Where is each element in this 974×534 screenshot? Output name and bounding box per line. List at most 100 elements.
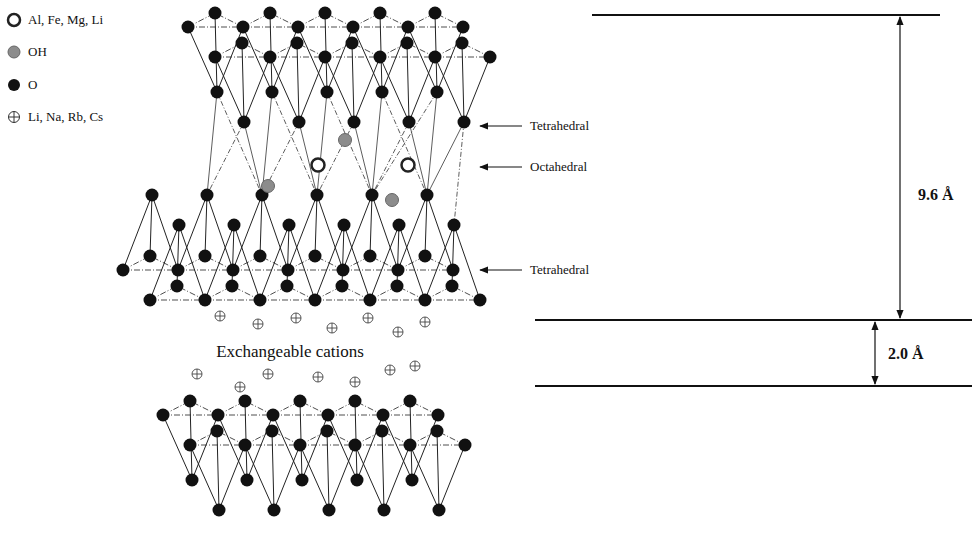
oxygen-atom	[402, 21, 415, 34]
oxygen-atom	[474, 294, 487, 307]
exchange-cation	[410, 361, 420, 371]
oxygen-atom	[209, 7, 222, 20]
oxygen-atom	[239, 439, 252, 452]
oxygen-atom	[376, 86, 389, 99]
dimension-label: 9.6 Å	[918, 186, 954, 204]
oxygen-atom	[377, 409, 390, 422]
oxygen-atom	[241, 474, 254, 487]
oxygen-atom	[403, 116, 416, 129]
exchange-cation	[192, 369, 202, 379]
exchange-cation	[385, 365, 395, 375]
oxygen-atom	[319, 51, 332, 64]
oxygen-atom	[447, 264, 460, 277]
layer-label: Tetrahedral	[530, 263, 589, 278]
oxygen-atom	[266, 425, 279, 438]
oxygen-atom	[484, 51, 497, 64]
oxygen-atom	[346, 37, 359, 50]
oxygen-atom	[406, 474, 419, 487]
oxygen-atom	[281, 280, 294, 293]
oxygen-atom	[404, 439, 417, 452]
oxygen-atom	[157, 409, 170, 422]
oxygen-atom	[319, 7, 332, 20]
oxygen-atom	[213, 504, 226, 517]
exchange-cation	[420, 317, 430, 327]
oxygen-atom	[458, 116, 471, 129]
oxygen-atom	[264, 51, 277, 64]
oxygen-atom	[366, 189, 379, 202]
oxygen-atom	[446, 280, 459, 293]
oxygen-atom	[201, 189, 214, 202]
hydroxyl-atom	[262, 180, 275, 193]
oxygen-atom	[378, 504, 391, 517]
legend-label: O	[28, 78, 37, 93]
oxygen-atom	[432, 409, 445, 422]
oxygen-atom	[209, 51, 222, 64]
oxygen-atom	[338, 219, 351, 232]
oxygen-atom	[404, 395, 417, 408]
oxygen-atom	[349, 395, 362, 408]
oxygen-atom	[321, 425, 334, 438]
oxygen-atom	[254, 294, 267, 307]
dimension-label: 2.0 Å	[888, 345, 924, 363]
oxygen-atom	[291, 37, 304, 50]
oxygen-atom	[296, 474, 309, 487]
oxygen-atom	[172, 264, 185, 277]
oxygen-atom	[421, 189, 434, 202]
oxygen-atom	[401, 37, 414, 50]
oxygen-atom	[282, 264, 295, 277]
exchange-cation	[363, 313, 373, 323]
oxygen-atom	[364, 294, 377, 307]
oxygen-atom	[336, 280, 349, 293]
region-label: Exchangeable cations	[216, 342, 364, 362]
legend-label: Al, Fe, Mg, Li	[28, 13, 103, 28]
oxygen-atom	[374, 7, 387, 20]
oxygen-atom	[429, 51, 442, 64]
oxygen-atom	[293, 116, 306, 129]
exchange-cation	[313, 372, 323, 382]
oxygen-atom	[144, 294, 157, 307]
oxygen-atom	[184, 439, 197, 452]
metal-atom	[312, 159, 325, 172]
oxygen-atom	[199, 294, 212, 307]
oxygen-atom	[186, 474, 199, 487]
oxygen-atom	[311, 189, 324, 202]
oxygen-atom	[264, 7, 277, 20]
oxygen-atom	[239, 395, 252, 408]
hydroxyl-symbol	[8, 46, 20, 58]
exchange-cation	[291, 313, 301, 323]
oxygen-atom	[309, 294, 322, 307]
oxygen-atom	[321, 86, 334, 99]
oxygen-atom	[237, 21, 250, 34]
exchange-cation	[253, 319, 263, 329]
oxygen-atom	[267, 409, 280, 422]
exchange-cation	[393, 327, 403, 337]
oxygen-atom	[429, 7, 442, 20]
oxygen-atom	[419, 294, 432, 307]
oxygen-atom	[199, 250, 212, 263]
oxygen-atom	[419, 250, 432, 263]
oxygen-atom	[349, 439, 362, 452]
cation-symbol	[9, 112, 20, 123]
oxygen-atom	[268, 504, 281, 517]
oxygen-atom	[309, 250, 322, 263]
oxygen-atom	[171, 280, 184, 293]
oxygen-atom	[144, 250, 157, 263]
oxygen-atom	[254, 250, 267, 263]
exchange-cation	[350, 377, 360, 387]
oxygen-atom	[322, 409, 335, 422]
metal-atom	[402, 159, 415, 172]
oxygen-atom	[266, 86, 279, 99]
oxygen-atom	[294, 395, 307, 408]
oxygen-atom	[212, 409, 225, 422]
oxygen-atom	[238, 116, 251, 129]
oxygen-atom	[457, 21, 470, 34]
legend-symbols	[8, 14, 20, 123]
oxygen-atom	[182, 21, 195, 34]
oxygen-atom	[228, 219, 241, 232]
oxygen-atom	[392, 264, 405, 277]
oxygen-atom	[376, 425, 389, 438]
oxygen-atom	[227, 264, 240, 277]
oxygen-atom	[393, 219, 406, 232]
